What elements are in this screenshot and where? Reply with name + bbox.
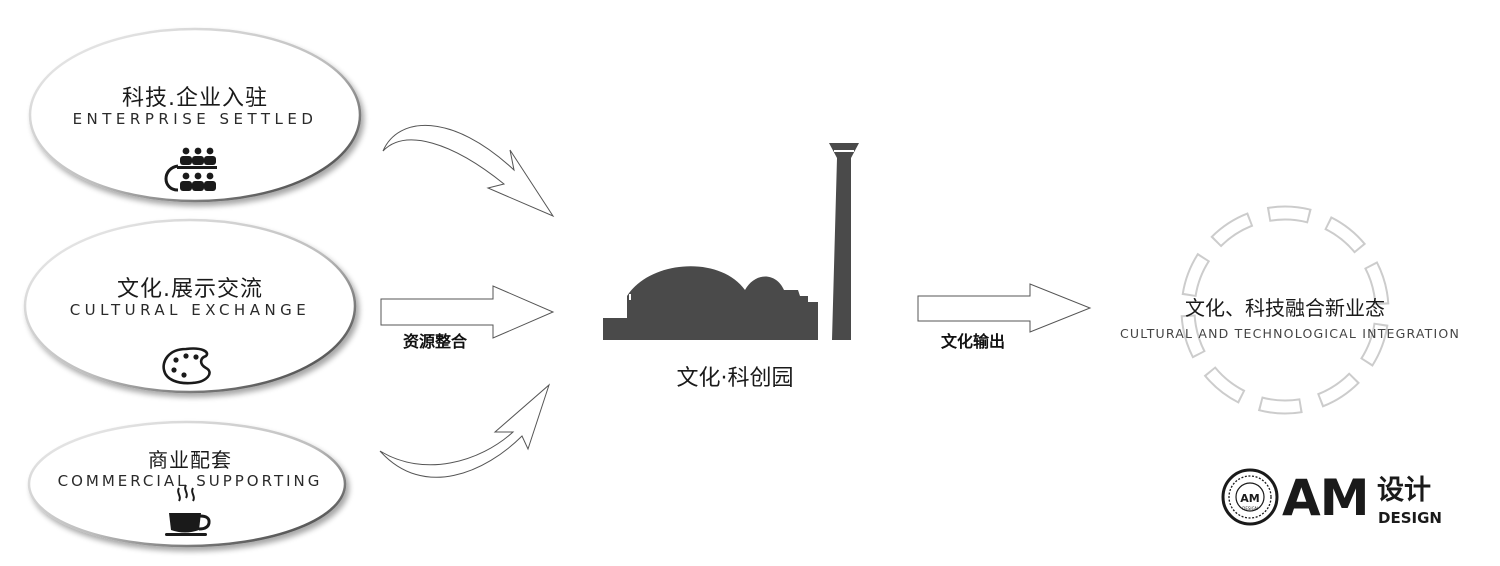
result-title-cn: 文化、科技融合新业态 [1185,296,1385,320]
result-title-en: CULTURAL AND TECHNOLOGICAL INTEGRATION [1120,326,1460,341]
enterprise-title-en: ENTERPRISE SETTLED [72,110,318,128]
output-arrow [917,283,1092,333]
brand-seal-text: AM [1240,492,1259,505]
paint-palette-icon [162,347,211,385]
brand-name-en: DESIGN [1378,509,1442,527]
integration-label: 资源整合 [402,332,467,351]
cultural-title-en: CULTURAL EXCHANGE [69,301,311,319]
input-ellipse-enterprise [28,27,362,203]
output-label: 文化输出 [940,332,1005,351]
input-ellipse-cultural [23,218,357,394]
commercial-title-cn: 商业配套 [148,448,232,472]
curved-arrow-bottom [379,383,551,478]
integration-ring [1180,205,1390,415]
brand-seal-icon: AM DESIGN [1221,468,1279,526]
curved-arrow-top [382,125,555,218]
center-label: 文化·科创园 [676,366,794,391]
enterprise-title-cn: 科技.企业入驻 [122,86,268,111]
straight-arrow-middle [380,285,555,339]
input-ellipse-commercial [27,420,347,548]
commercial-title-en: COMMERCIAL SUPPORTING [57,472,323,490]
coffee-cup-icon [165,484,211,536]
factory-chimney-icon [603,143,859,340]
meeting-people-icon [164,147,217,192]
brand-seal-subtext: DESIGN [1242,506,1257,511]
cultural-title-cn: 文化.展示交流 [117,277,263,302]
brand-mark: AM [1282,469,1369,527]
brand-name-cn: 设计 [1377,475,1431,506]
